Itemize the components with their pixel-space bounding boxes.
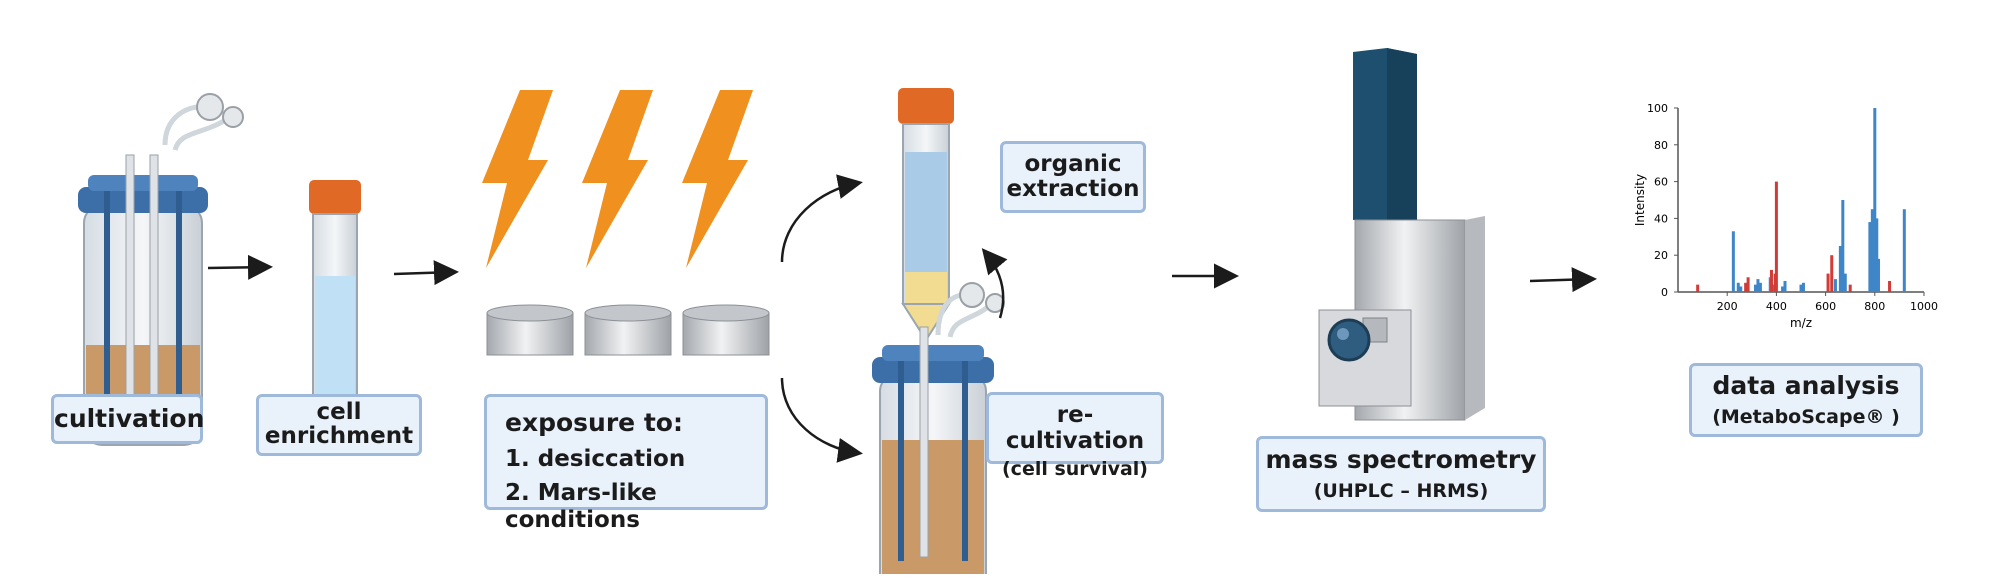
spectrum-bar (1696, 284, 1700, 292)
sample-dishes (486, 304, 770, 356)
x-tick-label: 400 (1766, 300, 1787, 313)
spectrum-bar (1769, 269, 1773, 292)
spectrum-bar (1868, 222, 1872, 292)
label-cultivation: cultivation (51, 394, 204, 444)
spectrum-bar (1833, 279, 1837, 292)
spectrum-bar (1758, 282, 1762, 292)
label-mass-spectrometry: mass spectrometry (UHPLC – HRMS) (1256, 436, 1546, 512)
spectrum-bar (1744, 282, 1748, 292)
spectrum-bar (1870, 209, 1874, 292)
y-tick-label: 80 (1654, 139, 1668, 152)
y-axis-label: Intensity (1633, 174, 1647, 226)
sample-dish-icon (584, 304, 672, 356)
spectrum-bar (1739, 286, 1743, 292)
lightning-group (482, 90, 753, 268)
spectrum-bar (1783, 280, 1787, 292)
spectrum-bar (1838, 246, 1842, 292)
label-exposure: exposure to: 1. desiccation 2. Mars-like… (484, 394, 768, 533)
y-tick-label: 0 (1661, 286, 1668, 299)
spectrum-bar (1746, 277, 1750, 292)
label-re-cultivation: re-cultivation (cell survival) (986, 392, 1164, 480)
arrow-1 (207, 254, 273, 280)
label-cell-enrichment: cell enrichment (256, 394, 422, 456)
x-tick-label: 200 (1717, 300, 1738, 313)
spectrum-bar (1753, 284, 1757, 292)
x-tick-label: 800 (1864, 300, 1885, 313)
arrow-up-curve (780, 174, 863, 263)
sample-dish-icon (682, 304, 770, 356)
x-tick-label: 600 (1815, 300, 1836, 313)
spectrum-bar (1731, 231, 1735, 292)
spectrum-bar (1888, 280, 1892, 292)
arrow-recultivation-to-extraction (981, 248, 1008, 319)
y-tick-label: 20 (1654, 249, 1668, 262)
bioreactor-icon (872, 282, 1005, 578)
spectrum-bar (1736, 282, 1740, 292)
x-axis-label: m/z (1790, 316, 1812, 330)
label-data-analysis: data analysis (MetaboScape® ) (1689, 363, 1923, 437)
flow-arrows (207, 174, 1597, 463)
spectrum-bar (1843, 273, 1847, 292)
spectrum-bar (1875, 218, 1879, 292)
spectrum-bar (1799, 284, 1803, 292)
spectrum-chart-icon: 200 400 600 800 1000 0 20 40 60 80 100 Intensity m… (1633, 102, 1938, 330)
lightning-icon (582, 90, 653, 268)
spectrum-bar (1756, 279, 1760, 292)
x-tick-label: 1000 (1910, 300, 1938, 313)
lightning-icon (682, 90, 753, 268)
sample-dish-icon (486, 304, 574, 356)
spectrum-bar (1826, 273, 1830, 292)
spectrum-bar (1801, 282, 1805, 292)
y-tick-label: 100 (1647, 102, 1668, 115)
spectrum-bar (1774, 181, 1778, 292)
spectrum-bar (1781, 286, 1785, 292)
label-organic-extraction: organic extraction (1000, 141, 1146, 213)
mass-spectrometer-icon (1318, 48, 1485, 421)
spectrum-bar (1876, 258, 1880, 292)
arrow-2 (393, 260, 459, 286)
y-tick-label: 40 (1654, 212, 1668, 225)
spectrum-bar (1902, 209, 1906, 292)
spectrum-bar (1848, 284, 1852, 292)
arrow-down-curve (780, 377, 863, 463)
arrow-4 (1529, 267, 1597, 293)
bioreactor-icon (78, 93, 244, 446)
y-tick-label: 60 (1654, 176, 1668, 189)
lightning-icon (482, 90, 553, 268)
spectrum-bar (1841, 200, 1845, 292)
spectrum-bar (1873, 108, 1877, 292)
extraction-tube-icon (898, 88, 954, 342)
spectrum-bar (1830, 255, 1834, 292)
